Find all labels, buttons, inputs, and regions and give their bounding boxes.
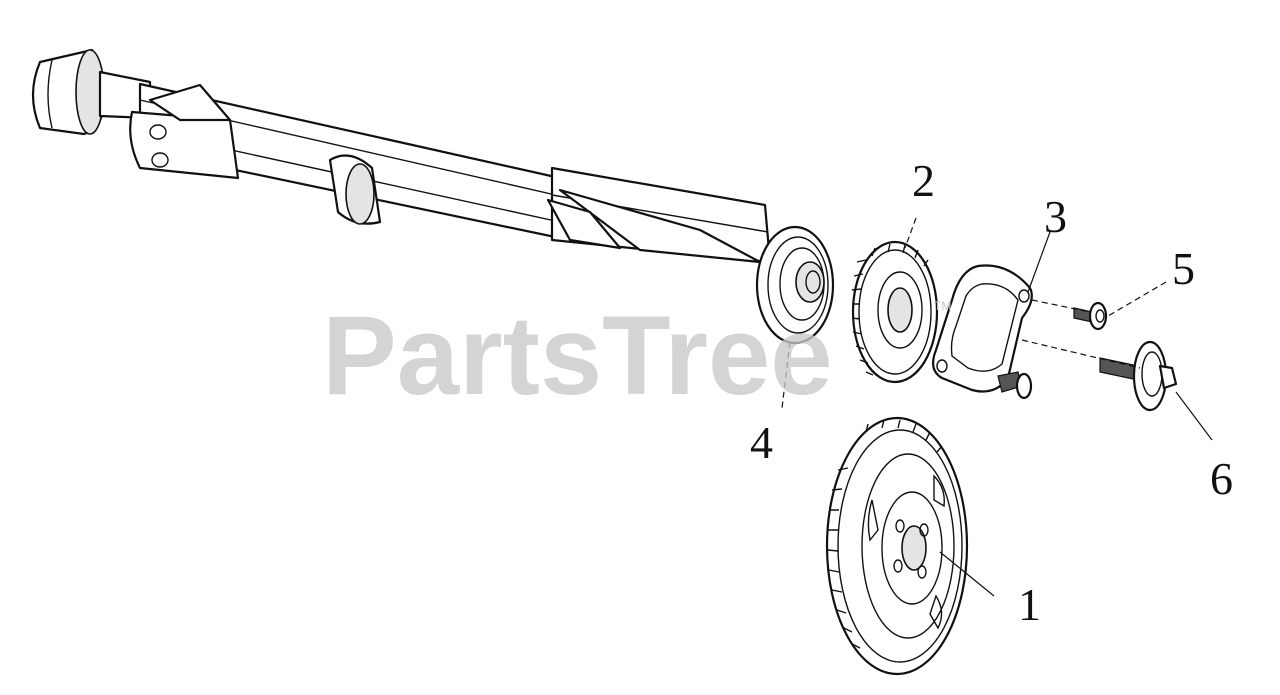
watermark: PartsTree TM bbox=[322, 293, 951, 418]
callout-5: 5 bbox=[1172, 243, 1195, 294]
watermark-trademark: TM bbox=[934, 299, 951, 313]
gasket-plate bbox=[931, 264, 1033, 400]
watermark-text: PartsTree bbox=[322, 293, 833, 418]
leader-lines bbox=[781, 217, 1213, 597]
callout-2: 2 bbox=[912, 155, 935, 206]
large-cam-gear bbox=[825, 416, 969, 676]
callout-1: 1 bbox=[1018, 579, 1041, 630]
bolt-with-washer bbox=[1099, 340, 1178, 412]
callout-labels: 1 2 3 4 5 6 bbox=[750, 155, 1233, 630]
small-gear bbox=[851, 240, 939, 384]
callout-6: 6 bbox=[1210, 453, 1233, 504]
callout-3: 3 bbox=[1044, 191, 1067, 242]
callout-4: 4 bbox=[750, 417, 773, 468]
screw-small bbox=[1073, 301, 1108, 331]
camshaft bbox=[31, 48, 835, 345]
